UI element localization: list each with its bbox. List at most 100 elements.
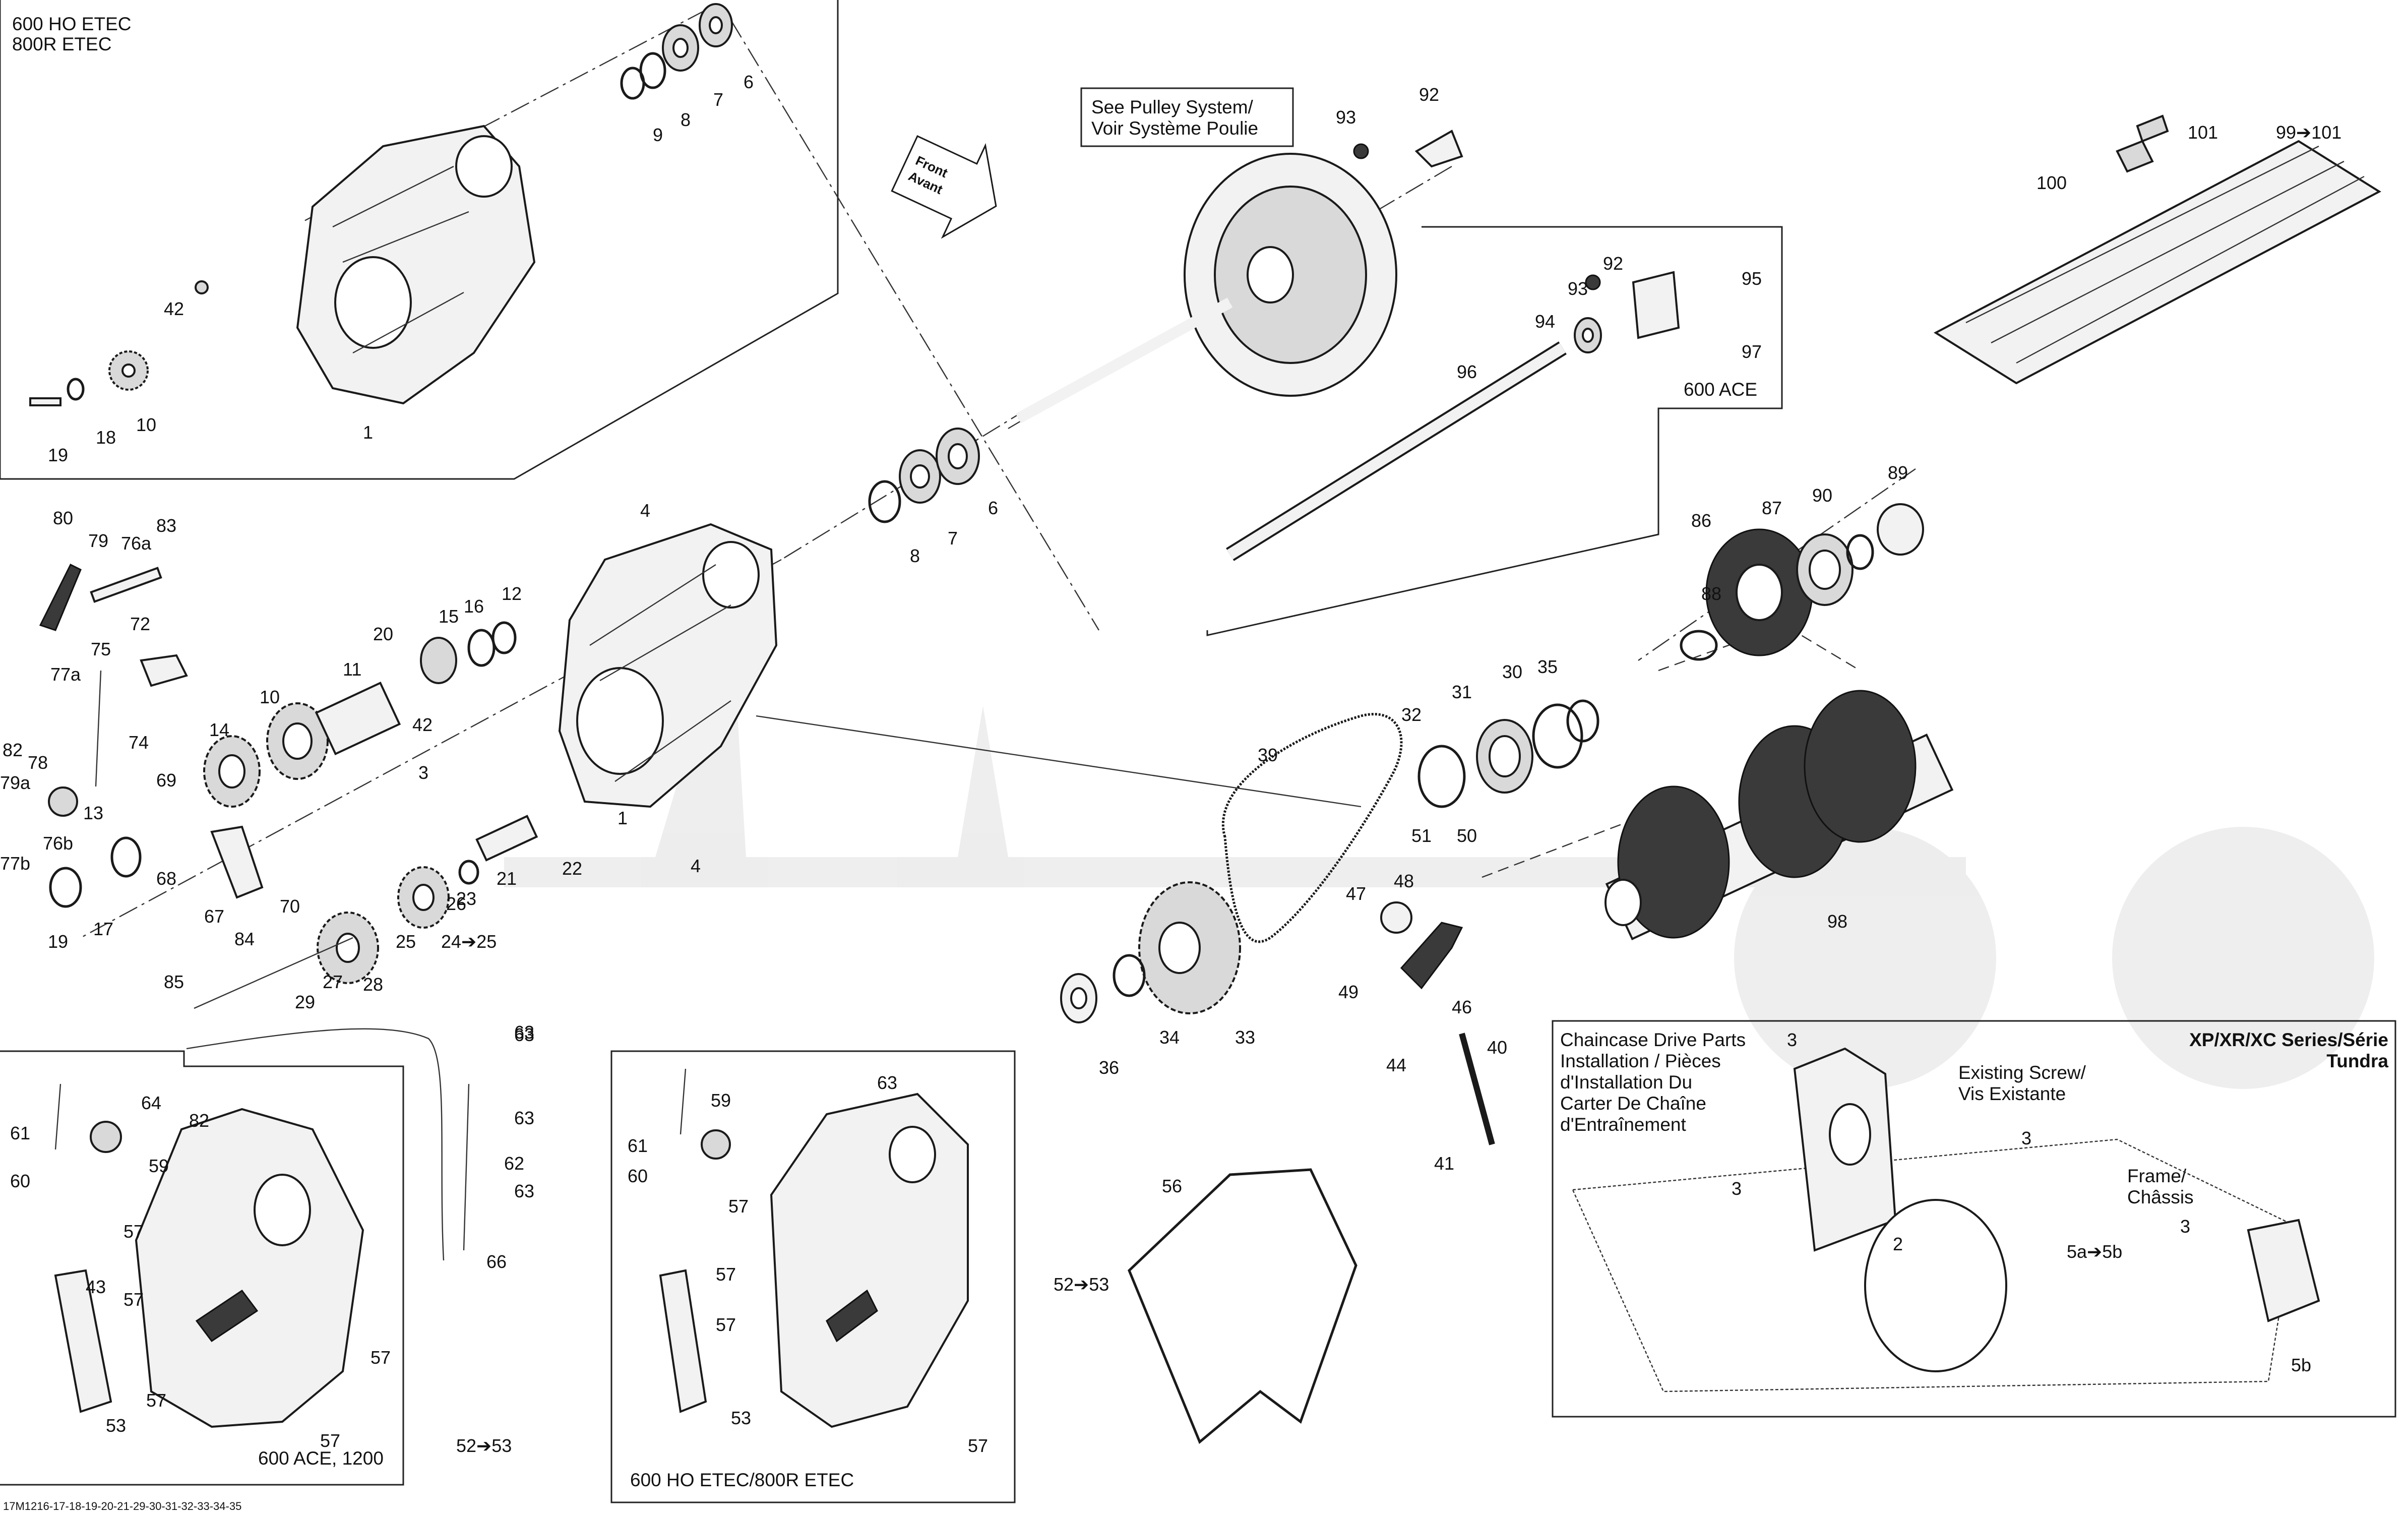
callout: 57 [716, 1314, 736, 1335]
callout: 22 [562, 858, 582, 879]
pulley-note-2: Voir Système Poulie [1091, 118, 1258, 139]
callout: 17 [93, 919, 113, 939]
frame-detail [1572, 1047, 2320, 1392]
callout: 75 [91, 639, 111, 659]
callout: 10 [260, 687, 280, 707]
callout: 89 [1888, 462, 1908, 483]
callout: 44 [1386, 1055, 1406, 1075]
callout: 10 [136, 414, 156, 435]
callout: 82 [189, 1110, 209, 1131]
callout: 20 [373, 624, 393, 644]
callout: 100 [2036, 172, 2067, 193]
callout: 1 [618, 808, 628, 828]
callout: 57 [716, 1264, 736, 1285]
callout: 1 [363, 422, 373, 443]
callout: 61 [628, 1135, 648, 1156]
bearings-top [620, 3, 733, 100]
brake-disc [1680, 503, 1924, 661]
callout: 83 [156, 515, 176, 536]
callout: 41 [1434, 1153, 1454, 1174]
gear-top [29, 280, 209, 406]
cover-etec [659, 1068, 969, 1428]
callout: 63 [877, 1072, 897, 1093]
ace-shaft [1226, 130, 1680, 561]
top-left-title-2: 800R ETEC [12, 34, 111, 54]
callout: 3 [1787, 1029, 1797, 1050]
callout: 51 [1411, 825, 1432, 846]
callout: 92 [1419, 84, 1439, 105]
callout: 76a [121, 533, 152, 554]
callout: 96 [1457, 361, 1477, 382]
callout: 82 [3, 740, 23, 760]
install-title-5: d'Entraînement [1560, 1114, 1686, 1135]
callout: 4 [640, 500, 650, 521]
callout: 19 [48, 931, 68, 952]
callout: 24➔25 [441, 931, 497, 952]
callout: 86 [1691, 510, 1711, 531]
gearset-middle [49, 621, 517, 908]
series-title-1: XP/XR/XC Series/Série [2189, 1029, 2388, 1050]
callout: 72 [130, 614, 150, 634]
cover-ace [54, 1083, 364, 1428]
callout: 7 [713, 89, 723, 110]
install-title-2: Installation / Pièces [1560, 1051, 1721, 1071]
callout: 63 [514, 1024, 534, 1045]
callout: 77b [0, 853, 30, 874]
callout: 15 [439, 606, 459, 627]
footer-code: 17M1216-17-18-19-20-21-29-30-31-32-33-34… [3, 1500, 241, 1512]
callout: 57 [124, 1221, 144, 1242]
callout: 63 [514, 1181, 534, 1201]
callout: 74 [129, 732, 149, 753]
watermark [504, 605, 2374, 1089]
callout: 53 [731, 1408, 751, 1428]
callout: 88 [1701, 583, 1721, 604]
callout: 21 [497, 868, 517, 889]
callout: 63 [514, 1022, 534, 1043]
callout: 47 [1346, 883, 1366, 904]
callout: 79 [88, 530, 108, 551]
gasket [1128, 1168, 1357, 1444]
callout: 64 [141, 1093, 161, 1113]
callout: 59 [149, 1156, 169, 1176]
ace-box-label: 600 ACE [1684, 379, 1757, 400]
callout: 3 [1732, 1178, 1742, 1199]
callout: 27 [323, 972, 343, 992]
callout: 30 [1502, 661, 1522, 682]
callout: 50 [1457, 825, 1477, 846]
callout: 2 [1893, 1234, 1903, 1254]
callout: 63 [514, 1108, 534, 1128]
callout: 42 [412, 714, 433, 735]
frame-label-2: Châssis [2127, 1187, 2194, 1207]
callout: 3 [2180, 1216, 2190, 1237]
bottom-middle-title: 600 HO ETEC/800R ETEC [630, 1470, 854, 1490]
callout: 19 [48, 445, 68, 465]
callout: 12 [502, 583, 522, 604]
callout: 53 [106, 1415, 126, 1436]
chain [1221, 713, 1403, 943]
callout: 52➔53 [456, 1435, 512, 1456]
callout: 8 [910, 546, 920, 566]
bottom-left-title: 600 ACE, 1200 [258, 1448, 384, 1469]
callout: 3 [2021, 1128, 2031, 1148]
callout: 36 [1099, 1057, 1119, 1078]
callout: 57 [124, 1289, 144, 1310]
callout: 93 [1336, 107, 1356, 128]
callout: 48 [1394, 871, 1414, 891]
ace-box: 600 ACE [1206, 226, 1783, 636]
callout: 31 [1452, 682, 1472, 702]
callout: 13 [83, 803, 103, 823]
callout: 87 [1762, 498, 1782, 518]
callout: 18 [96, 427, 116, 448]
callout: 57 [320, 1430, 340, 1451]
callout: 40 [1487, 1037, 1507, 1058]
callout: 62 [504, 1153, 524, 1174]
callout: 67 [204, 906, 224, 927]
top-left-title-1: 600 HO ETEC [12, 14, 131, 34]
bearings-middle [868, 428, 980, 523]
pulley-note: See Pulley System/ Voir Système Poulie [1080, 87, 1294, 147]
callout: 69 [156, 770, 176, 791]
callout: 57 [371, 1347, 391, 1368]
callout: 26 [446, 893, 466, 914]
callout: 70 [280, 896, 300, 917]
callout: 8 [681, 109, 691, 130]
